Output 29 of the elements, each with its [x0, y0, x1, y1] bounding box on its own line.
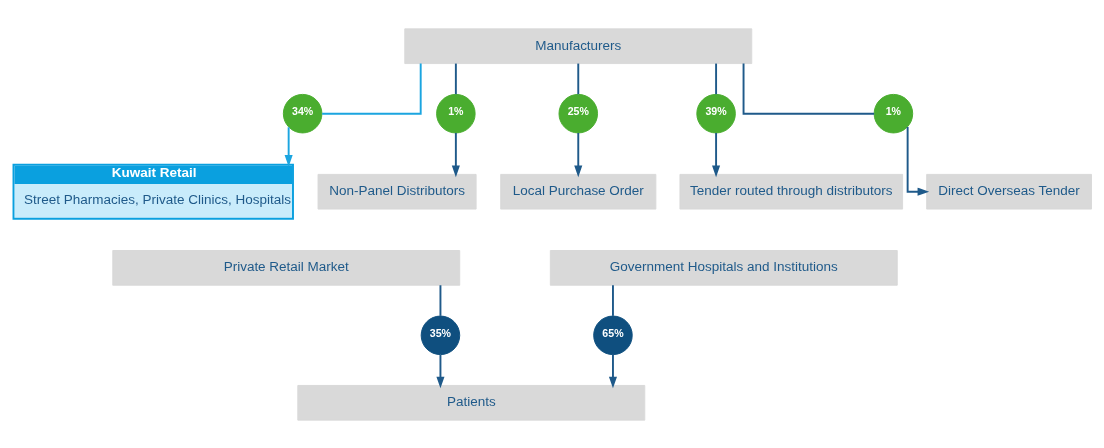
arrow	[436, 353, 445, 388]
node-box: Government Hospitals and Institutions	[549, 249, 898, 286]
connector	[321, 62, 422, 115]
arrow	[712, 131, 721, 177]
node-box: Manufacturers	[404, 27, 753, 64]
arrow	[284, 125, 293, 167]
node-circle: 1%	[436, 93, 476, 133]
node-box: Private Retail Market	[112, 249, 461, 286]
node-box: Direct Overseas Tender	[926, 173, 1092, 210]
node-box: Tender routed through distributors	[679, 173, 904, 210]
node-circle: 34%	[282, 93, 323, 133]
node-box: Patients	[297, 384, 646, 421]
connector	[715, 62, 718, 95]
arrow	[451, 131, 460, 177]
node-circle: 39%	[696, 93, 736, 133]
connector	[439, 283, 442, 317]
node-circle: 25%	[558, 93, 598, 133]
node-box: Local Purchase Order	[500, 173, 657, 210]
node-circle: 1%	[873, 93, 914, 133]
connector	[454, 62, 457, 95]
connector	[742, 62, 876, 115]
arrow	[608, 353, 618, 388]
arrow	[906, 125, 930, 196]
node-circle: 65%	[593, 315, 633, 355]
connector	[612, 283, 614, 317]
connector	[577, 62, 580, 95]
arrow	[574, 131, 583, 177]
node-circle: 35%	[420, 315, 461, 355]
node-box: Non-Panel Distributors	[317, 173, 477, 210]
